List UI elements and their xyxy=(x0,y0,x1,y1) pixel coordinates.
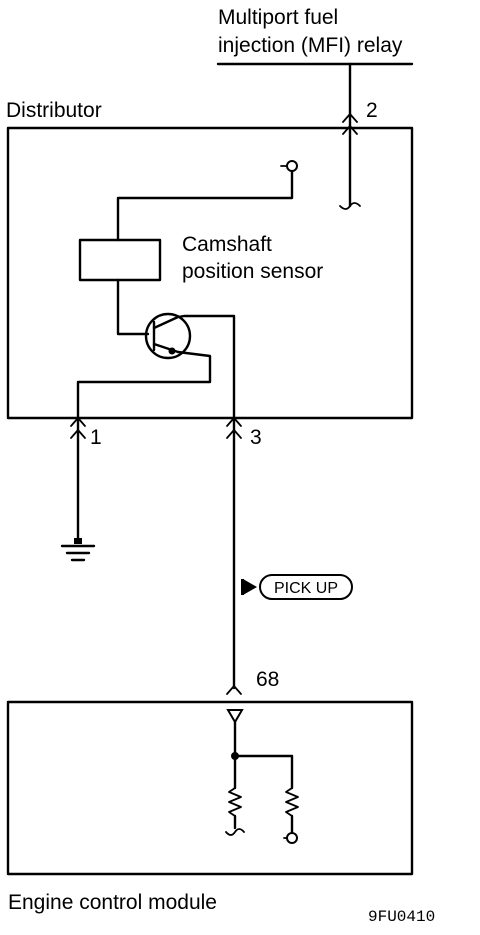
pickup-badge xyxy=(259,574,353,600)
transistor-collector xyxy=(152,314,236,422)
sensor-label-line2: position sensor xyxy=(182,260,323,283)
relay-label-line1: Multiport fuel xyxy=(218,6,338,29)
ecm-box xyxy=(6,700,414,876)
pickup-marker-bar xyxy=(241,579,244,595)
pin-2-connector xyxy=(342,113,358,135)
ecm-ground-mark xyxy=(225,828,245,836)
sensor-supply-wire xyxy=(116,170,294,242)
sensor-label-line1: Camshaft xyxy=(182,233,272,256)
internal-ground-mark xyxy=(339,202,361,210)
pickup-label: PICK UP xyxy=(274,580,338,597)
ground-stud xyxy=(74,538,82,544)
relay-label-line2: injection (MFI) relay xyxy=(218,34,403,57)
distributor-label: Distributor xyxy=(6,99,102,122)
pin-68-connector xyxy=(226,685,242,695)
distributor-box xyxy=(6,126,414,420)
input-buffer-icon xyxy=(226,709,244,724)
emitter-dot xyxy=(168,347,176,355)
supply-terminal xyxy=(286,160,298,172)
transistor-emitter xyxy=(76,342,212,422)
pin-3-label: 3 xyxy=(250,426,262,449)
figure-code: 9FU0410 xyxy=(368,908,435,926)
pin-1-label: 1 xyxy=(90,426,102,449)
resistor-2 xyxy=(285,787,299,817)
resistor-1 xyxy=(228,787,242,817)
camshaft-sensor-element xyxy=(78,238,162,282)
pullup-supply-terminal xyxy=(286,832,298,844)
sensor-to-transistor-wire xyxy=(116,278,150,336)
pullup-branch-wire xyxy=(233,754,294,790)
pin-2-label: 2 xyxy=(366,99,378,122)
ecm-label: Engine control module xyxy=(8,891,217,914)
transistor-symbol xyxy=(144,312,192,360)
pin-68-label: 68 xyxy=(256,668,279,691)
pickup-arrow-icon xyxy=(243,579,257,595)
